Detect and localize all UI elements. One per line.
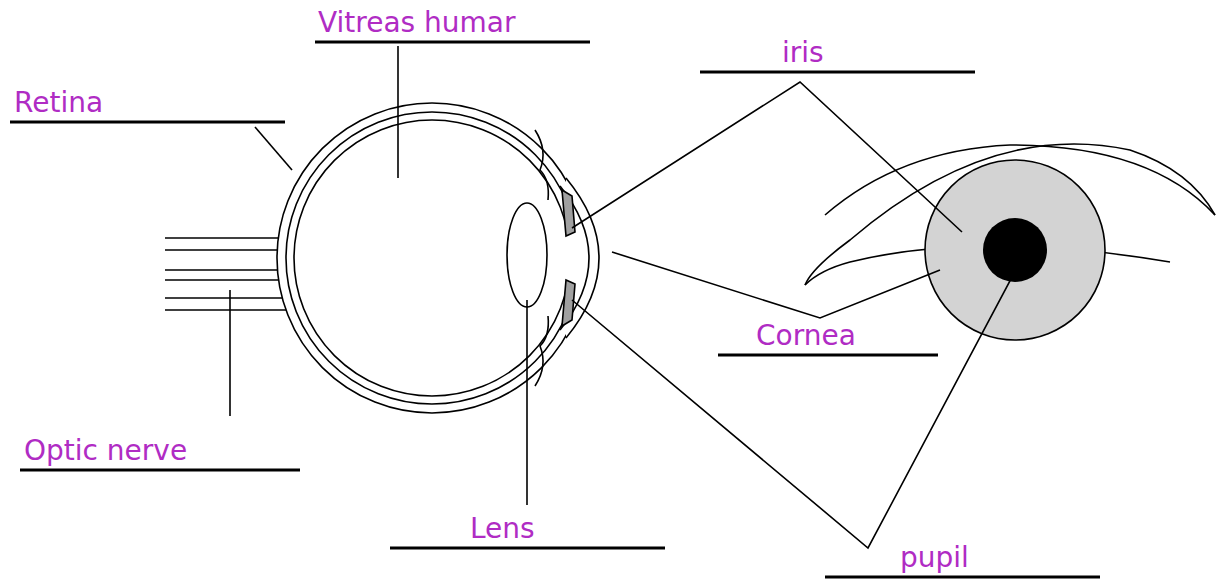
part-label: Lens (470, 514, 535, 545)
part-label: Vitreas humar (318, 8, 516, 39)
part-label: Retina (14, 88, 103, 119)
part-label: pupil (900, 543, 969, 574)
part-label: iris (782, 38, 824, 69)
part-label: Optic nerve (24, 436, 187, 467)
part-label: Cornea (756, 321, 856, 352)
